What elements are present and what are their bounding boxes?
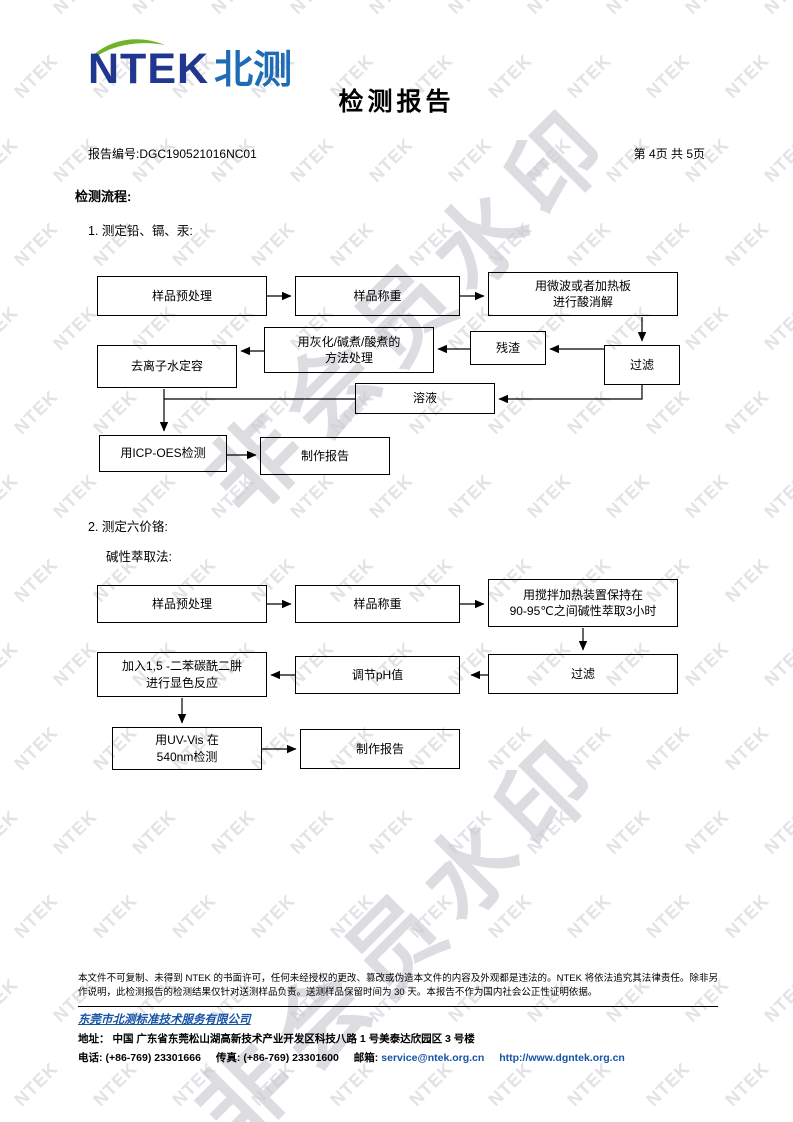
website-url: http://www.dgntek.org.cn: [499, 1051, 625, 1064]
company-name: 东莞市北测标准技术服务有限公司: [78, 1013, 251, 1026]
f1-node-residue: 残渣: [470, 331, 546, 365]
flow-section-title: 检测流程:: [75, 189, 132, 204]
email-label: 邮箱:: [353, 1051, 379, 1064]
step2-method-heading: 碱性萃取法:: [106, 550, 172, 564]
report-number-label: 报告编号:: [88, 147, 140, 161]
f1-node-make-report: 制作报告: [260, 437, 390, 475]
f1-node-solution: 溶液: [355, 383, 495, 414]
f1-node-icp-oes-detection: 用ICP-OES检测: [99, 435, 227, 472]
report-footer: 本文件不可复制、未得到 NTEK 的书面许可，任何未经授权的更改、篡改或伪造本文…: [78, 972, 718, 1065]
f1-node-sample-weighing: 样品称重: [295, 276, 460, 316]
logo-text-en: NTEK: [88, 45, 210, 93]
step1-heading: 1. 测定铅、镉、汞:: [88, 224, 193, 238]
f1-node-filter: 过滤: [604, 345, 680, 385]
address-label: 地址：: [78, 1032, 110, 1045]
f2-node-filter: 过滤: [488, 654, 678, 694]
f1-node-ashing-treatment: 用灰化/碱煮/酸煮的 方法处理: [264, 327, 434, 373]
tel-value: (+86-769) 23301666: [105, 1051, 201, 1064]
tel-segment: 电话:(+86-769) 23301666: [78, 1052, 201, 1064]
address-line: 地址：中国 广东省东莞松山湖高新技术产业开发区科技八路 1 号美泰达欣园区 3 …: [78, 1031, 718, 1046]
contact-line: 电话:(+86-769) 23301666 传真:(+86-769) 23301…: [78, 1050, 718, 1065]
ntek-logo: NTEK 北测: [88, 39, 293, 93]
email-segment: 邮箱:service@ntek.org.cn: [354, 1052, 485, 1064]
f2-node-sample-weighing: 样品称重: [295, 585, 460, 623]
disclaimer-text: 本文件不可复制、未得到 NTEK 的书面许可，任何未经授权的更改、篡改或伪造本文…: [78, 973, 718, 999]
tel-label: 电话:: [78, 1051, 103, 1064]
f2-node-make-report: 制作报告: [300, 729, 460, 769]
logo-leaf-icon: [91, 39, 165, 58]
f1-node-deionized-water-volume: 去离子水定容: [97, 345, 237, 388]
fax-label: 传真:: [215, 1051, 241, 1064]
fax-segment: 传真:(+86-769) 23301600: [216, 1052, 339, 1064]
report-number: 报告编号:DGC190521016NC01: [88, 145, 257, 162]
f2-node-adjust-ph: 调节pH值: [295, 656, 460, 694]
fax-value: (+86-769) 23301600: [243, 1051, 339, 1064]
page-indicator: 第 4页 共 5页: [633, 147, 705, 161]
footer-divider: [78, 1005, 718, 1007]
f2-node-color-reaction: 加入1,5 -二苯碳酰二肼 进行显色反应: [97, 652, 267, 697]
f2-node-sample-pretreatment: 样品预处理: [97, 585, 267, 623]
address-value: 中国 广东省东莞松山湖高新技术产业开发区科技八路 1 号美泰达欣园区 3 号楼: [112, 1032, 475, 1045]
email-value: service@ntek.org.cn: [381, 1051, 485, 1064]
f2-node-uv-vis-detection: 用UV-Vis 在 540nm检测: [112, 727, 262, 770]
logo-text-cn: 北测: [214, 49, 293, 92]
report-number-value: DGC190521016NC01: [139, 147, 257, 161]
f1-node-sample-pretreatment: 样品预处理: [97, 276, 267, 316]
report-title: 检测报告: [338, 88, 455, 116]
f1-node-acid-digestion: 用微波或者加热板 进行酸消解: [488, 272, 678, 316]
f2-node-alkaline-extraction: 用搅拌加热装置保持在 90-95℃之间碱性萃取3小时: [488, 579, 678, 627]
step2-heading: 2. 测定六价铬:: [88, 520, 168, 534]
